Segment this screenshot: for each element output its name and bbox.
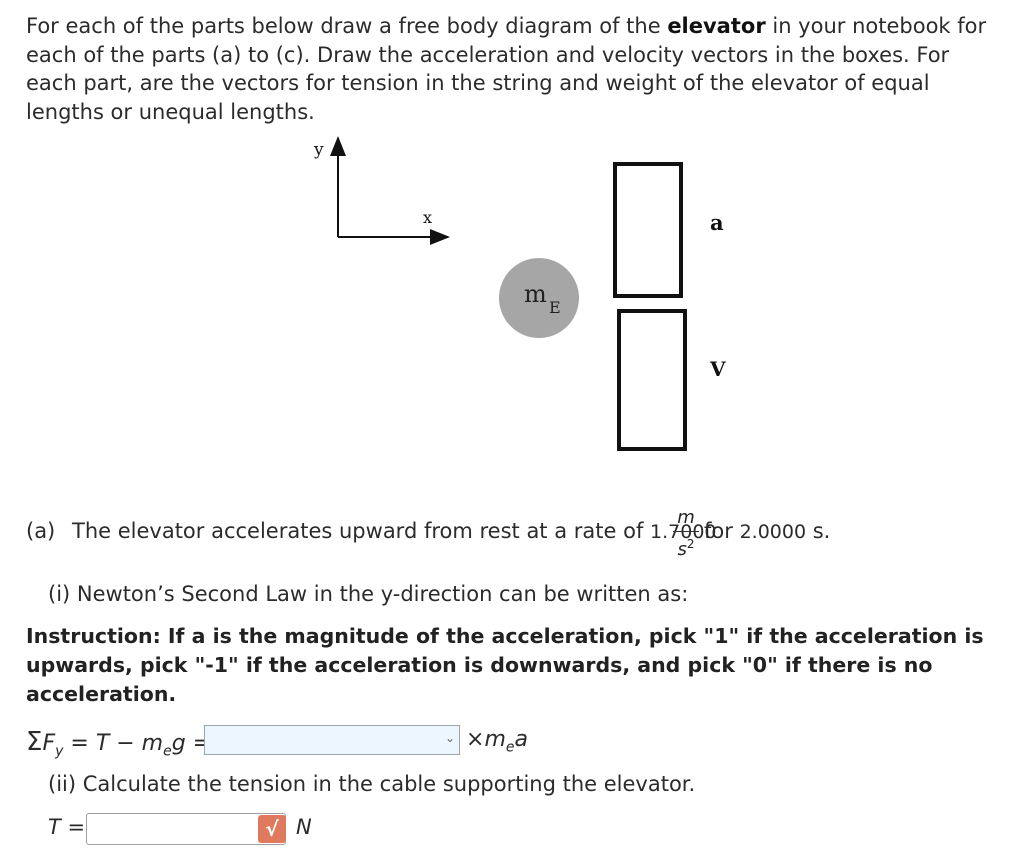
acceleration-value: 1.7000	[650, 521, 717, 543]
fraction-bar	[673, 531, 699, 532]
unit-denominator: s2	[670, 534, 702, 560]
instruction-text: Instruction: If a is the magnitude of th…	[26, 624, 984, 706]
sigma-symbol: Σ	[26, 727, 43, 757]
chevron-down-icon[interactable]: ⌄	[445, 731, 456, 745]
intro-text-2: in your notebook for each of the parts (…	[26, 14, 987, 124]
intro-text-1: For each of the parts below draw a free …	[26, 14, 668, 38]
equation-F-sub: y	[55, 743, 64, 760]
times-symbol: ×	[466, 727, 485, 752]
acceleration-vector-box[interactable]	[613, 162, 683, 298]
acceleration-unit-fraction: m s2	[670, 507, 702, 560]
part-a-label: (a)	[26, 519, 56, 543]
free-body-figure: y x m E a V	[313, 136, 726, 451]
part-a-time: for 2.0000 s.	[704, 519, 830, 543]
time-value: 2.0000	[739, 521, 807, 543]
unit-den-exponent: 2	[686, 537, 695, 551]
acceleration-box-label: a	[710, 210, 724, 235]
part-a-description: The elevator accelerates upward from res…	[72, 519, 644, 543]
rhs-m-sub: e	[505, 739, 515, 756]
equation-middle: = T − m	[70, 731, 164, 756]
elevator-mass-ball	[499, 258, 579, 338]
newton-equation: ΣFy = T − meg =	[26, 727, 211, 759]
mass-subscript: E	[549, 298, 561, 317]
unit-den-base: s	[677, 539, 687, 560]
tension-input[interactable]	[86, 813, 286, 845]
y-axis-label: y	[313, 140, 324, 160]
check-icon: √	[258, 815, 286, 843]
mass-label: m	[524, 280, 547, 308]
equation-F: F	[42, 731, 56, 756]
for-text: for	[704, 519, 733, 543]
question-ii: (ii) Calculate the tension in the cable …	[48, 772, 696, 796]
velocity-box-label: V	[709, 357, 726, 381]
x-axis-label: x	[423, 208, 432, 227]
rhs-a: a	[514, 727, 528, 752]
tension-unit: N	[296, 815, 312, 839]
question-i: (i) Newton’s Second Law in the y-directi…	[48, 582, 689, 606]
part-a-text: The elevator accelerates upward from res…	[72, 519, 717, 543]
instructions-paragraph: For each of the parts below draw a free …	[26, 12, 1006, 126]
tension-label: T =	[48, 815, 86, 839]
rhs-m: m	[484, 727, 506, 752]
intro-bold-elevator: elevator	[667, 14, 766, 38]
equation-me-sub: e	[163, 743, 172, 760]
time-unit: s.	[812, 519, 831, 543]
equation-rhs: ×mea	[466, 727, 528, 755]
velocity-vector-box[interactable]	[617, 309, 687, 451]
direction-select[interactable]	[204, 725, 460, 755]
unit-numerator: m	[677, 507, 695, 528]
